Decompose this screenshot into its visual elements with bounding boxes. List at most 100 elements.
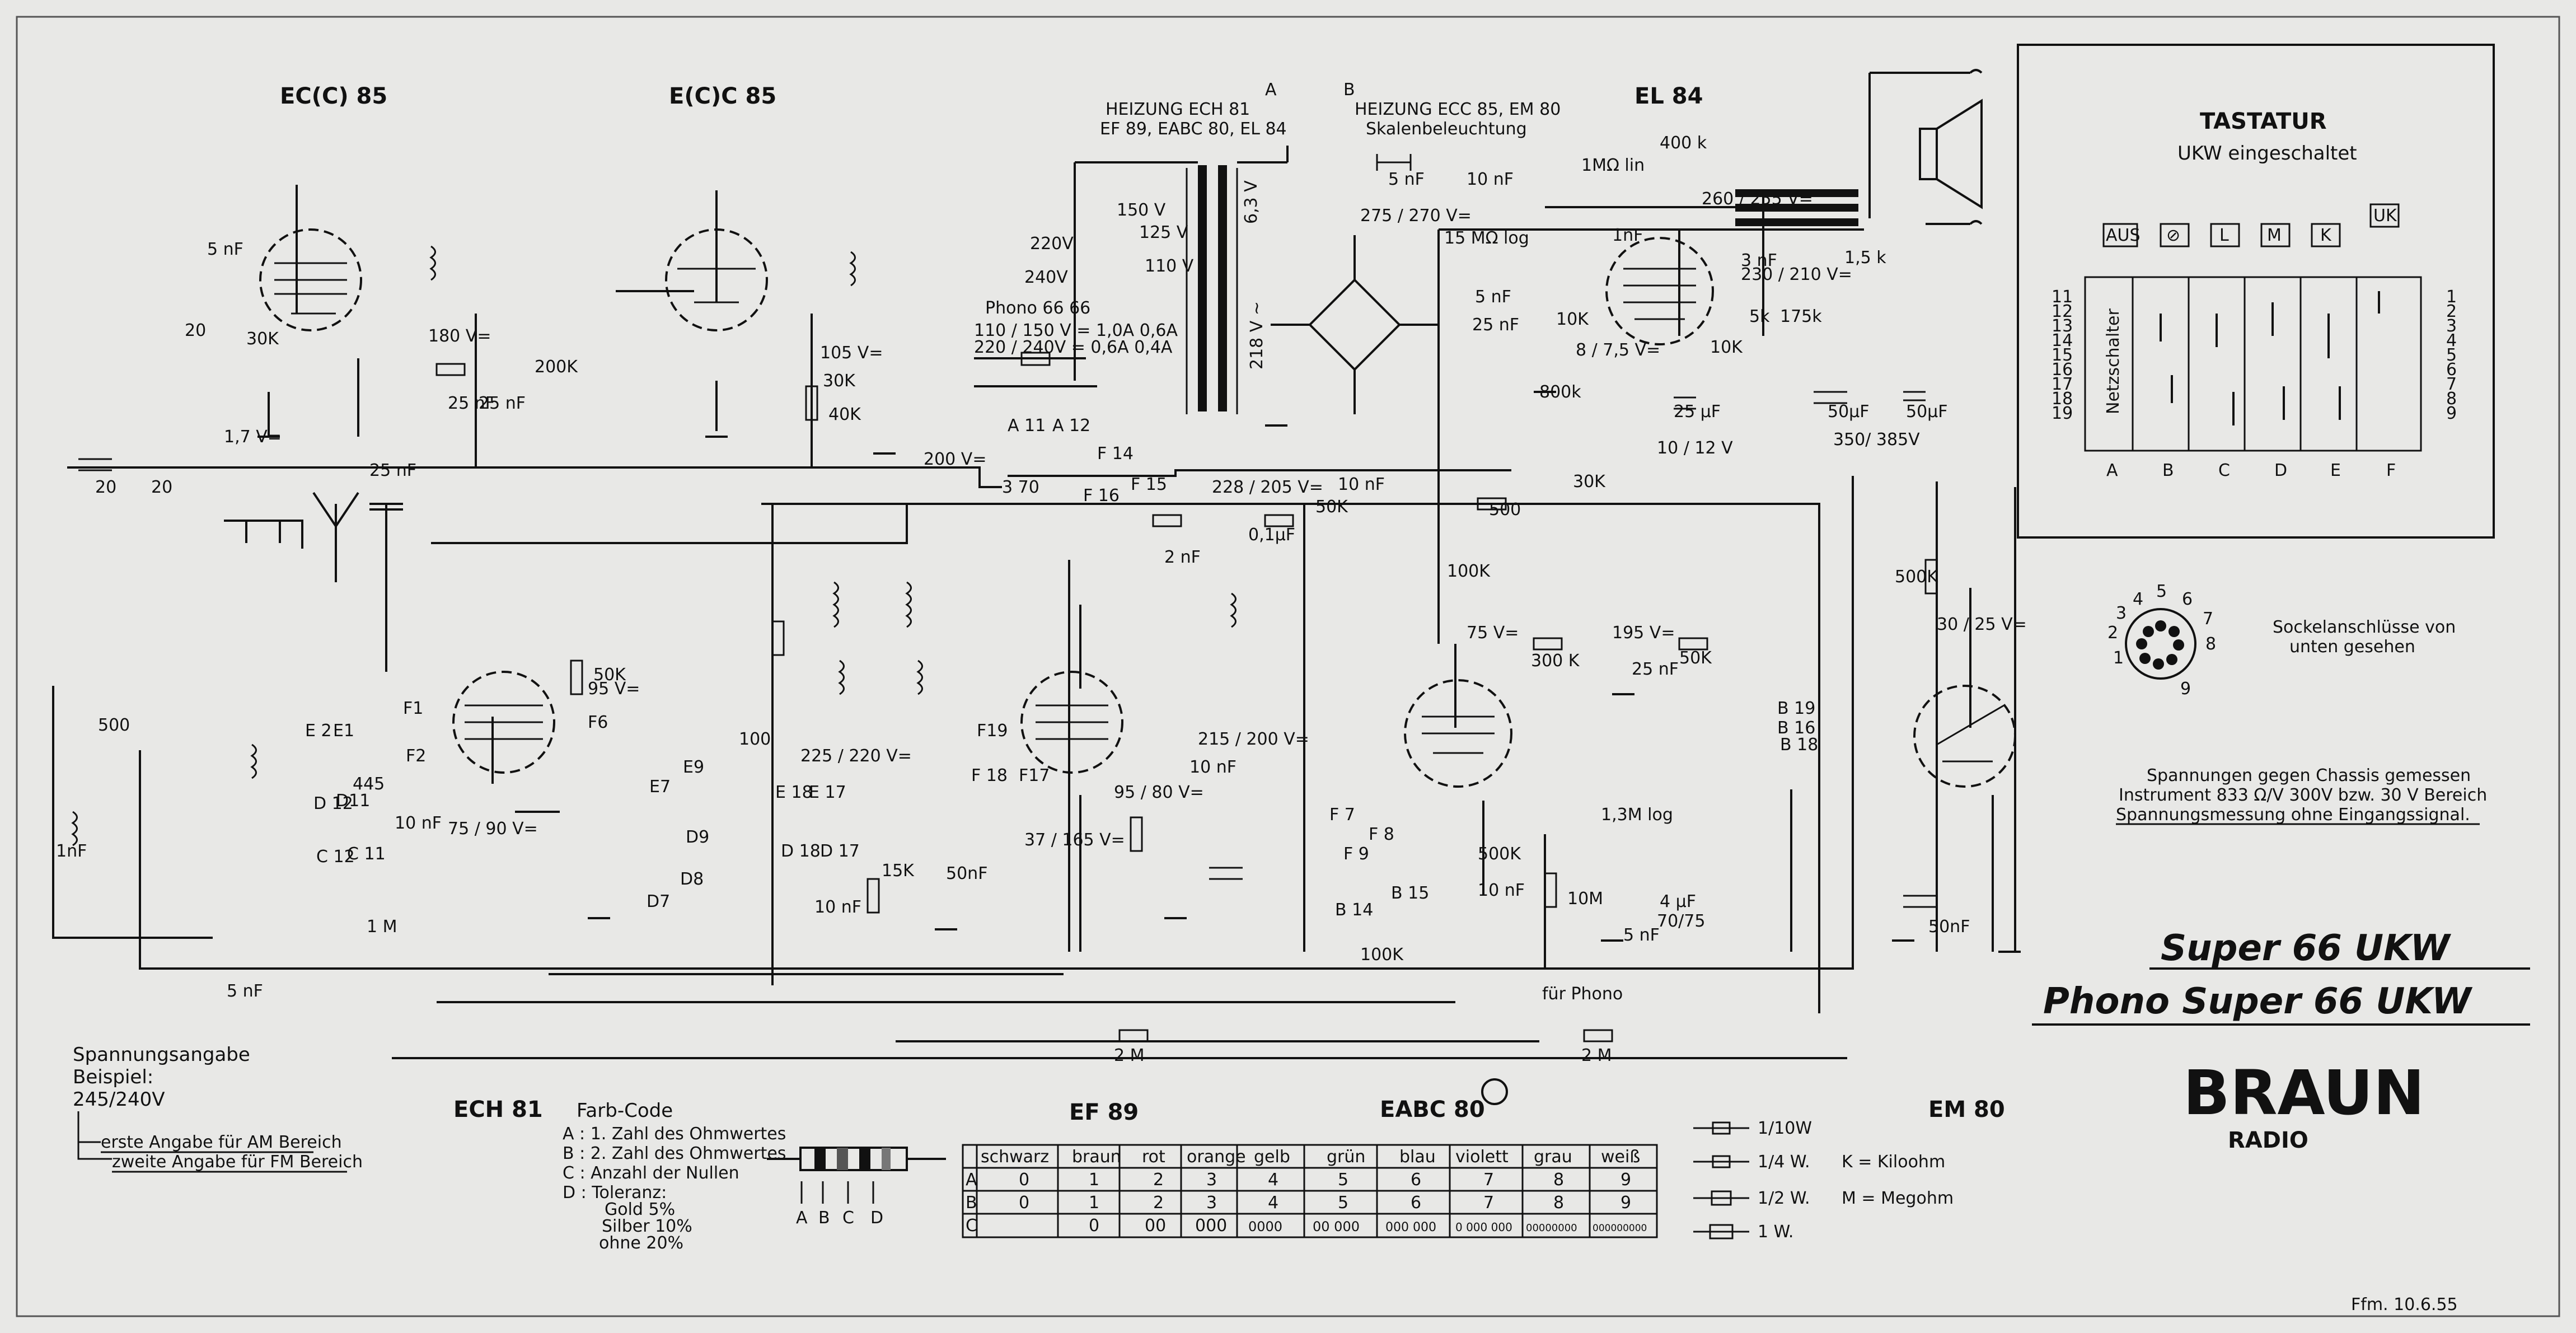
- v230: 230 / 210 V=: [1741, 265, 1852, 284]
- svg-text:10 nF: 10 nF: [814, 897, 861, 917]
- svg-text:A : 1. Zahl des Ohmwertes: A : 1. Zahl des Ohmwertes: [563, 1124, 786, 1144]
- bridge-rectifier: [1271, 235, 1439, 414]
- svg-text:800k: 800k: [1539, 382, 1581, 402]
- svg-text:10 nF: 10 nF: [1478, 881, 1525, 900]
- socket-caption2: unten gesehen: [2289, 637, 2415, 657]
- svg-text:0000: 0000: [1248, 1219, 1282, 1234]
- svg-text:0: 0: [1089, 1216, 1099, 1236]
- heater-a-mark: A: [1265, 80, 1277, 100]
- mains-a12: A 12: [1052, 416, 1090, 436]
- if-transformers: [71, 245, 1237, 846]
- socket-diagram: 1 2 3 4 5 6 7 8 9 Sockelanschlüsse von u…: [2107, 582, 2456, 699]
- svg-text:500K: 500K: [1895, 567, 1938, 587]
- tube-em80: [1913, 685, 2016, 788]
- svg-text:17: 17: [2052, 375, 2073, 394]
- product-underline: [2032, 967, 2530, 1026]
- heater-b-mark: B: [1343, 80, 1355, 100]
- svg-text:10M: 10M: [1567, 889, 1603, 909]
- tastatur-left-numbers: 11 12 13 14 15 16 17 18 19: [2052, 287, 2073, 423]
- svg-text:30K: 30K: [246, 329, 279, 349]
- svg-text:40K: 40K: [828, 405, 861, 424]
- tube-ecc85-a: [259, 228, 362, 331]
- svg-text:3: 3: [2446, 316, 2457, 336]
- v37165: 37 / 165 V=: [1024, 830, 1125, 850]
- v3025: 30 / 25 V=: [1937, 615, 2027, 634]
- svg-text:5: 5: [1338, 1170, 1348, 1190]
- svg-text:5 nF: 5 nF: [1623, 925, 1660, 945]
- svg-text:Silber 10%: Silber 10%: [602, 1217, 692, 1236]
- svg-text:6: 6: [2182, 590, 2193, 609]
- output-transformer: [1735, 189, 1858, 226]
- svg-text:5 nF: 5 nF: [227, 981, 263, 1001]
- v180: 180 V=: [428, 326, 491, 346]
- svg-text:10 nF: 10 nF: [1338, 475, 1385, 494]
- svg-text:25 nF: 25 nF: [479, 394, 526, 413]
- svg-text:gelb: gelb: [1254, 1147, 1290, 1167]
- svg-text:7: 7: [2203, 609, 2213, 629]
- svg-text:2 M: 2 M: [1581, 1046, 1612, 1065]
- svg-text:1: 1: [1089, 1170, 1099, 1190]
- svg-text:245/240V: 245/240V: [73, 1088, 165, 1111]
- svg-text:500: 500: [1489, 500, 1521, 520]
- svg-text:50K: 50K: [593, 665, 626, 685]
- svg-text:6: 6: [1411, 1193, 1421, 1213]
- svg-text:2 M: 2 M: [1114, 1046, 1145, 1065]
- svg-text:3: 3: [1206, 1170, 1217, 1190]
- heater-b-title: HEIZUNG ECC 85, EM 80: [1355, 100, 1561, 119]
- svg-text:1: 1: [2446, 287, 2457, 307]
- svg-text:E 17: E 17: [809, 783, 846, 802]
- tastatur-columns: A B C D E F: [2106, 461, 2396, 480]
- svg-text:2: 2: [2107, 623, 2118, 643]
- v215: 215 / 200 V=: [1198, 729, 1309, 749]
- v7590: 75 / 90 V=: [448, 819, 538, 839]
- v875: 8 / 7,5 V=: [1576, 340, 1660, 360]
- svg-text:1: 1: [2113, 648, 2124, 668]
- svg-text:25 nF: 25 nF: [1632, 660, 1679, 679]
- svg-text:20: 20: [185, 321, 206, 340]
- v225: 225 / 220 V=: [800, 746, 912, 766]
- svg-text:50µF: 50µF: [1906, 402, 1948, 422]
- svg-text:5: 5: [2446, 345, 2457, 365]
- svg-text:9: 9: [2446, 404, 2457, 423]
- svg-text:300 K: 300 K: [1531, 651, 1580, 671]
- svg-text:15 MΩ log: 15 MΩ log: [1444, 228, 1529, 248]
- svg-text:5 nF: 5 nF: [1388, 170, 1425, 189]
- svg-text:Netzschalter: Netzschalter: [2104, 308, 2123, 414]
- brand-radio: RADIO: [2228, 1128, 2308, 1153]
- svg-text:D7: D7: [647, 892, 670, 911]
- svg-text:000000000: 000000000: [1593, 1223, 1647, 1234]
- svg-text:C 12: C 12: [316, 847, 355, 867]
- svg-text:500: 500: [98, 715, 130, 735]
- svg-text:1 M: 1 M: [367, 917, 397, 937]
- svg-text:K: K: [2320, 226, 2332, 245]
- svg-text:3 70: 3 70: [1002, 478, 1039, 497]
- svg-text:16: 16: [2052, 360, 2073, 380]
- svg-text:10 nF: 10 nF: [1467, 170, 1514, 189]
- svg-text:100: 100: [739, 729, 771, 749]
- tube-ecc85-b: [665, 228, 768, 331]
- svg-text:D11: D11: [336, 791, 370, 811]
- mains-sec63: 6,3 V: [1242, 180, 1261, 224]
- power-transformer: [974, 146, 1289, 414]
- mains-current2: 220 / 240V = 0,6A 0,4A: [974, 338, 1173, 357]
- svg-text:ohne 20%: ohne 20%: [599, 1233, 683, 1253]
- svg-text:D: D: [2274, 461, 2287, 480]
- svg-text:AUS: AUS: [2106, 226, 2141, 245]
- svg-text:3 nF: 3 nF: [1741, 251, 1777, 270]
- svg-text:30K: 30K: [823, 371, 856, 391]
- mains-240: 240V: [1024, 268, 1068, 287]
- svg-text:schwarz: schwarz: [981, 1147, 1049, 1167]
- svg-text:10 nF: 10 nF: [1189, 757, 1237, 777]
- svg-text:D8: D8: [680, 869, 704, 889]
- v1012: 10 / 12 V: [1657, 438, 1733, 458]
- svg-text:blau: blau: [1399, 1147, 1436, 1167]
- svg-text:B: B: [2162, 461, 2174, 480]
- heater-a-title: HEIZUNG ECH 81: [1106, 100, 1250, 119]
- svg-text:B 18: B 18: [1780, 735, 1818, 755]
- svg-text:⊘: ⊘: [2166, 226, 2180, 245]
- svg-text:1 W.: 1 W.: [1758, 1222, 1793, 1242]
- svg-text:5: 5: [2156, 582, 2167, 601]
- svg-text:F6: F6: [588, 713, 608, 732]
- svg-text:2: 2: [1153, 1170, 1164, 1190]
